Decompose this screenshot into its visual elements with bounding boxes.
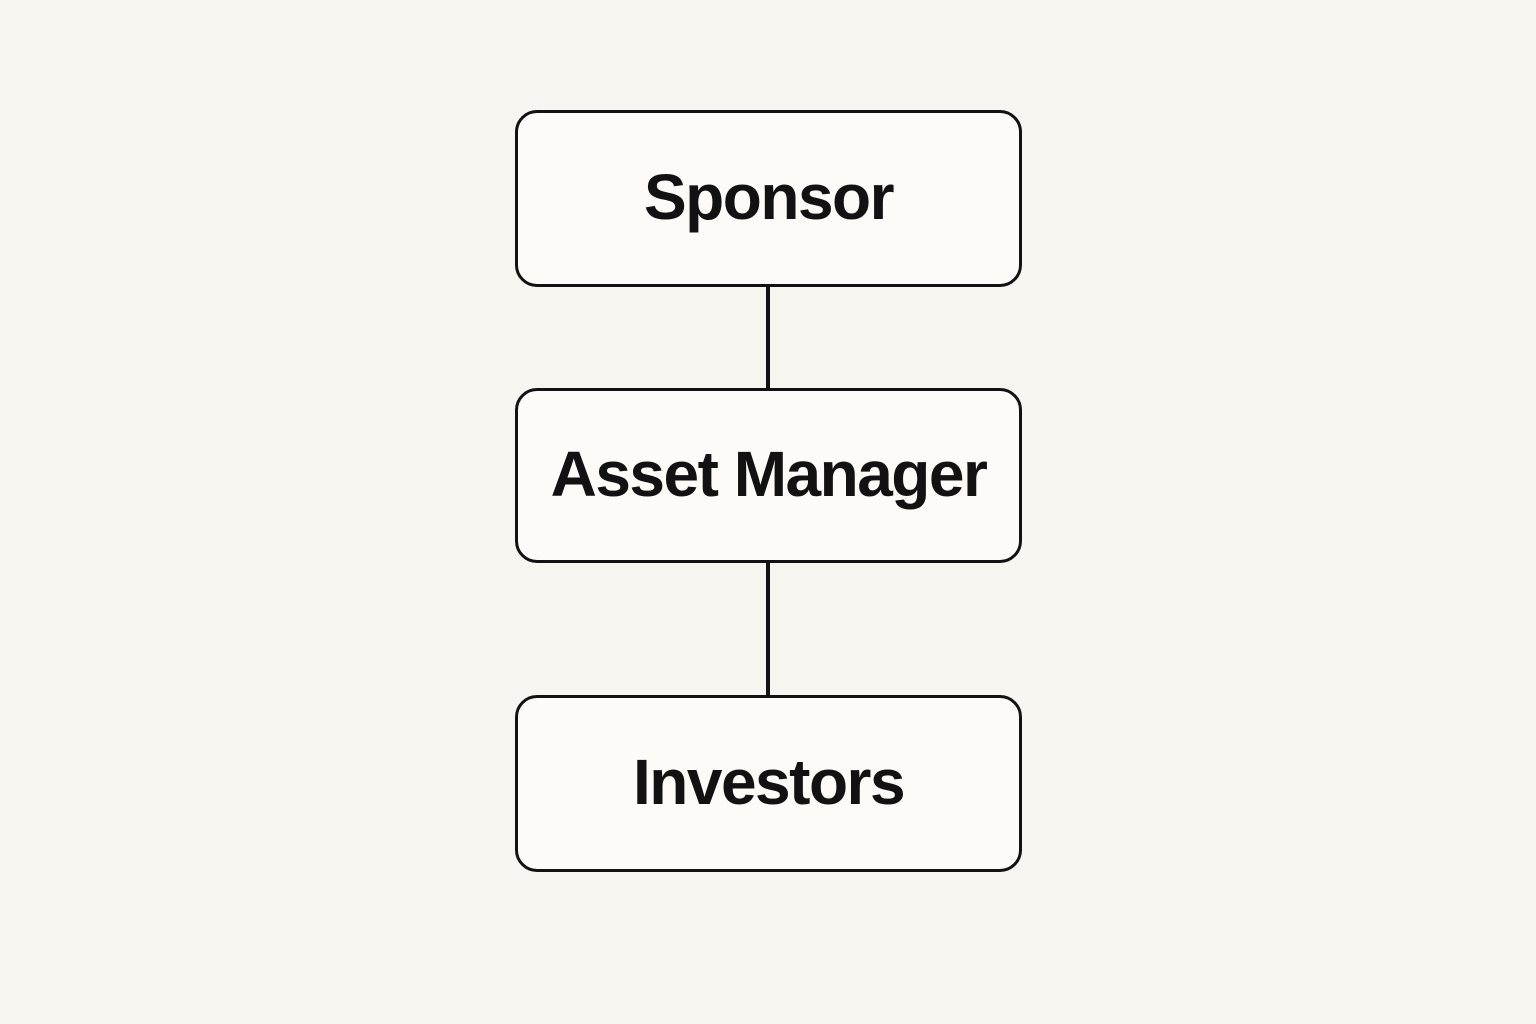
node-asset-manager: Asset Manager bbox=[515, 388, 1022, 563]
node-sponsor-label: Sponsor bbox=[643, 160, 895, 233]
connector-asset-manager-to-investors bbox=[766, 563, 770, 695]
node-investors: Investors bbox=[515, 695, 1022, 872]
connector-sponsor-to-asset-manager bbox=[766, 287, 770, 388]
node-asset-manager-label: Asset Manager bbox=[550, 437, 988, 510]
node-sponsor: Sponsor bbox=[515, 110, 1022, 287]
node-investors-label: Investors bbox=[632, 745, 906, 818]
